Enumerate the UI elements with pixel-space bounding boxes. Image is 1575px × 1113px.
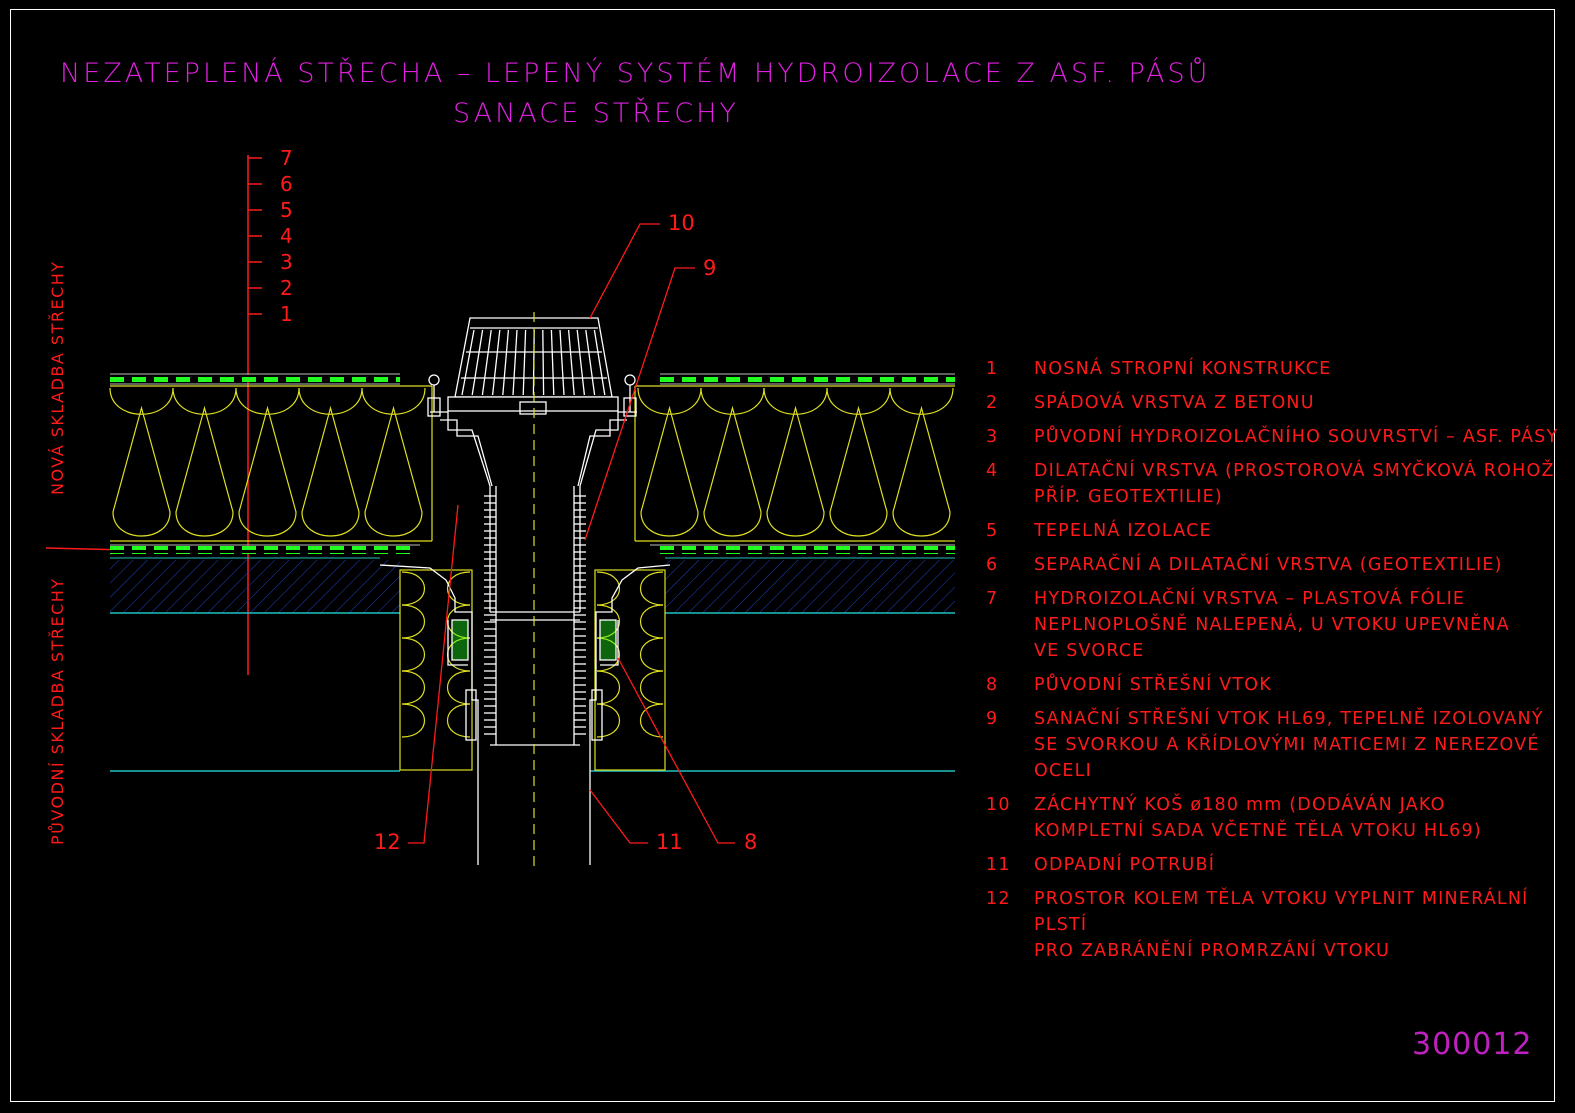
legend-number: 4: [986, 461, 999, 481]
insulation-loop: [596, 571, 664, 606]
insulation-loop: [763, 387, 828, 537]
callout-8: 8: [744, 830, 758, 854]
callout-12: 12: [374, 830, 401, 854]
legend: 1 NOSNÁ STROPNÍ KONSTRUKCE 2 SPÁDOVÁ VRSTV…: [984, 356, 1564, 972]
scale-label-5: 5: [280, 198, 293, 222]
legend-item: 4 DILATAČNÍ VRSTVA (PROSTOROVÁ SMYČKOVÁ R…: [984, 458, 1564, 510]
legend-number: 12: [986, 889, 1011, 909]
basket-rib: [481, 329, 492, 396]
basket-rib: [512, 329, 518, 396]
insulation-loop: [401, 670, 471, 705]
legend-item: 12 PROSTOR KOLEM TĚLA VTOKU VYPLNIT MINER…: [984, 886, 1564, 964]
legend-number: 5: [986, 521, 999, 541]
legend-number: 11: [986, 855, 1011, 875]
drawing-frame: [10, 9, 1555, 1102]
new-membrane-layer: [110, 373, 955, 385]
original-roof-structure: [110, 557, 955, 772]
legend-item: 11 ODPADNÍ POTRUBÍ: [984, 852, 1564, 878]
legend-number: 8: [986, 675, 999, 695]
scale-label-2: 2: [280, 276, 293, 300]
callout-10: 10: [668, 211, 695, 235]
insulation-loop: [401, 703, 471, 738]
legend-item: 10 ZÁCHYTNÝ KOŠ ø180 mm (DODÁVÁN JAKO KOM…: [984, 792, 1564, 844]
insulation-loop: [826, 387, 891, 537]
legend-number: 10: [986, 795, 1011, 815]
scale-label-3: 3: [280, 250, 293, 274]
title-line-1: NEZATEPLENÁ STŘECHA – LEPENÝ SYSTÉM HYDR…: [60, 58, 1211, 89]
scale-label-4: 4: [280, 224, 293, 248]
basket-rib: [576, 329, 586, 396]
basket-rib: [502, 329, 510, 396]
callout-11: 11: [656, 830, 683, 854]
basket-rib: [550, 329, 555, 396]
legend-text: NOSNÁ STROPNÍ KONSTRUKCE: [1034, 359, 1332, 379]
legend-number: 6: [986, 555, 999, 575]
legend-item: 9 SANAČNÍ STŘEŠNÍ VTOK HL69, TEPELNĚ IZOL…: [984, 706, 1564, 784]
drawing-number: 300012: [1412, 1027, 1533, 1062]
legend-text: PROSTOR KOLEM TĚLA VTOKU VYPLNIT MINERÁL…: [1034, 889, 1529, 961]
legend-text: ZÁCHYTNÝ KOŠ ø180 mm (DODÁVÁN JAKO KOMPL…: [1034, 795, 1482, 841]
original-drain: [379, 564, 671, 865]
drain-insulation: [399, 569, 666, 771]
scale-label-6: 6: [280, 172, 293, 196]
callout-9: 9: [703, 256, 717, 280]
insulation-loop: [596, 670, 664, 705]
basket-rib: [593, 329, 606, 396]
legend-text: HYDROIZOLAČNÍ VRSTVA – PLASTOVÁ FÓLIE NE…: [1034, 589, 1510, 661]
callout-leaders: [408, 223, 735, 844]
title-line-2: SANACE STŘECHY: [453, 98, 739, 129]
basket-rib: [471, 329, 484, 396]
legend-text: TEPELNÁ IZOLACE: [1034, 521, 1212, 541]
scale-label-1: 1: [280, 302, 293, 326]
legend-text: SANAČNÍ STŘEŠNÍ VTOK HL69, TEPELNĚ IZOLO…: [1034, 709, 1544, 781]
insulation-loop: [596, 637, 664, 672]
insulation-loop: [235, 387, 300, 537]
legend-text: PŮVODNÍ HYDROIZOLAČNÍHO SOUVRSTVÍ – ASF.…: [1034, 427, 1559, 447]
legend-number: 9: [986, 709, 999, 729]
insulation-loop: [298, 387, 363, 537]
insulation-loop: [172, 387, 237, 537]
insulation-loop: [637, 387, 702, 537]
basket-rib: [522, 329, 527, 396]
basket-rib: [585, 329, 596, 396]
insulation-loop: [401, 571, 471, 606]
legend-item: 6 SEPARAČNÍ A DILATAČNÍ VRSTVA (GEOTEXTIL…: [984, 552, 1564, 578]
legend-item: 1 NOSNÁ STROPNÍ KONSTRUKCE: [984, 356, 1564, 382]
legend-text: ODPADNÍ POTRUBÍ: [1034, 855, 1216, 875]
legend-text: SEPARAČNÍ A DILATAČNÍ VRSTVA (GEOTEXTILI…: [1034, 555, 1503, 575]
legend-text: PŮVODNÍ STŘEŠNÍ VTOK: [1034, 675, 1272, 695]
basket-rib: [542, 329, 545, 396]
legend-number: 3: [986, 427, 999, 447]
insulation-loop: [109, 387, 174, 537]
insulation-loop: [700, 387, 765, 537]
sanation-drain-hl69: [427, 317, 637, 746]
legend-item: 5 TEPELNÁ IZOLACE: [984, 518, 1564, 544]
insulation-loop: [596, 604, 664, 639]
legend-number: 2: [986, 393, 999, 413]
legend-item: 7 HYDROIZOLAČNÍ VRSTVA – PLASTOVÁ FÓLIE N…: [984, 586, 1564, 664]
original-membrane-layer: [110, 544, 955, 554]
legend-text: DILATAČNÍ VRSTVA (PROSTOROVÁ SMYČKOVÁ RO…: [1034, 461, 1555, 507]
legend-item: 3 PŮVODNÍ HYDROIZOLAČNÍHO SOUVRSTVÍ – ASF…: [984, 424, 1564, 450]
legend-item: 2 SPÁDOVÁ VRSTVA Z BETONU: [984, 390, 1564, 416]
insulation-loop: [361, 387, 426, 537]
legend-number: 7: [986, 589, 999, 609]
basket-rib: [461, 329, 475, 396]
legend-text: SPÁDOVÁ VRSTVA Z BETONU: [1034, 393, 1315, 413]
basket-rib: [491, 329, 501, 396]
insulation-loop: [889, 387, 954, 537]
legend-item: 8 PŮVODNÍ STŘEŠNÍ VTOK: [984, 672, 1564, 698]
scale-label-7: 7: [280, 146, 293, 170]
basket-rib: [567, 329, 575, 396]
basket-rib: [559, 329, 565, 396]
insulation-loop: [596, 703, 664, 738]
legend-number: 1: [986, 359, 999, 379]
